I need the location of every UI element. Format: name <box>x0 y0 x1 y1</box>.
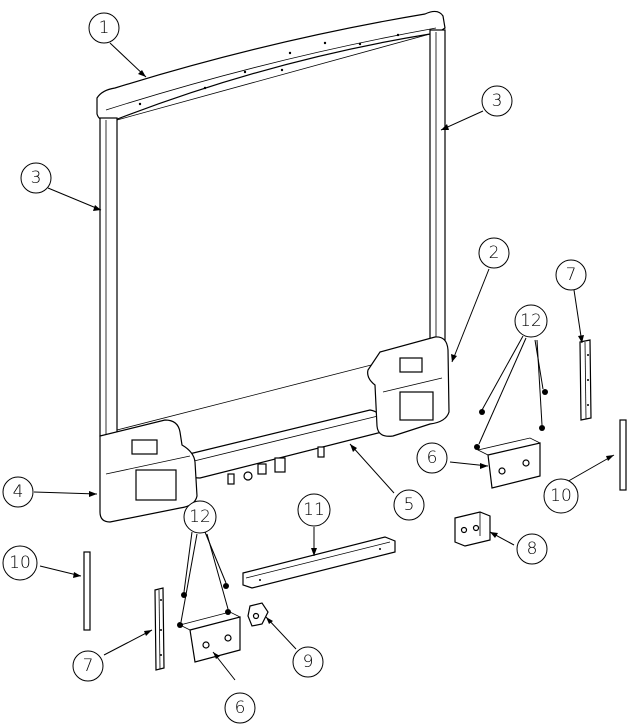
callout-11: 11 <box>298 494 330 526</box>
svg-text:5: 5 <box>404 495 415 515</box>
svg-text:4: 4 <box>13 482 24 502</box>
block-right <box>478 438 540 488</box>
left-side-post <box>100 118 117 436</box>
callout-9: 9 <box>293 647 323 677</box>
svg-text:3: 3 <box>31 168 42 188</box>
svg-text:6: 6 <box>235 698 246 718</box>
callout-1: 1 <box>89 13 119 43</box>
callout-3-right: 3 <box>482 86 512 116</box>
callout-6-left: 6 <box>225 693 255 723</box>
svg-text:8: 8 <box>527 539 538 559</box>
block-left <box>180 612 240 662</box>
bolts-right <box>474 389 548 450</box>
hinge-bracket <box>455 512 490 546</box>
svg-text:12: 12 <box>520 311 542 331</box>
svg-text:10: 10 <box>550 486 572 506</box>
callout-10-right: 10 <box>544 479 578 513</box>
svg-text:12: 12 <box>189 507 211 527</box>
svg-text:6: 6 <box>427 448 438 468</box>
leader-lines <box>34 43 614 680</box>
strip-left <box>84 552 90 630</box>
long-channel-part <box>243 537 395 588</box>
callout-7-right: 7 <box>556 260 586 290</box>
svg-text:7: 7 <box>566 265 577 285</box>
left-end-cap <box>100 420 197 522</box>
angle-bracket-left <box>155 588 164 670</box>
angle-bracket-right <box>580 340 591 420</box>
callout-7-left: 7 <box>73 651 103 681</box>
callout-2: 2 <box>479 238 509 268</box>
svg-text:7: 7 <box>83 656 94 676</box>
right-end-cap <box>368 337 449 436</box>
callout-6-right: 6 <box>417 443 447 473</box>
callout-10-left: 10 <box>3 546 37 580</box>
strip-right <box>620 420 626 490</box>
top-header-part <box>97 11 445 121</box>
callout-4: 4 <box>3 477 33 507</box>
svg-text:2: 2 <box>489 243 500 263</box>
svg-text:1: 1 <box>99 18 110 38</box>
callout-12-right: 12 <box>515 305 547 337</box>
callout-12-left: 12 <box>184 501 216 533</box>
svg-text:10: 10 <box>9 553 31 573</box>
callout-3-left: 3 <box>21 163 51 193</box>
svg-text:3: 3 <box>492 91 503 111</box>
svg-text:11: 11 <box>303 500 325 520</box>
right-side-post <box>430 30 445 348</box>
callout-5: 5 <box>394 490 424 520</box>
svg-text:9: 9 <box>303 652 314 672</box>
small-clip <box>248 603 268 626</box>
callout-8: 8 <box>517 534 547 564</box>
